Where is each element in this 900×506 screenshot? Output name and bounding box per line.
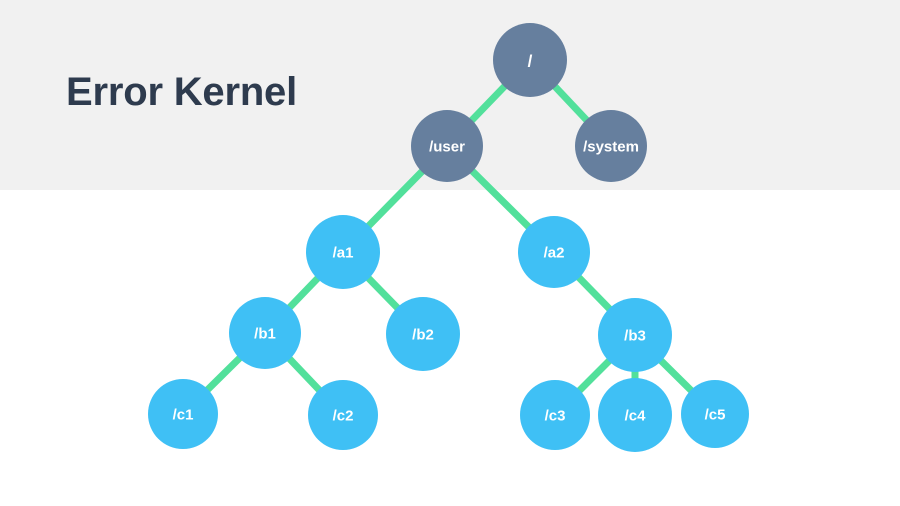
node-label-root: / <box>528 52 533 71</box>
node-label-c5: /c5 <box>705 407 726 424</box>
tree-node-c1[interactable]: /c1 <box>148 379 218 449</box>
tree-node-b3[interactable]: /b3 <box>598 298 672 372</box>
page-title: Error Kernel <box>66 70 298 114</box>
node-label-c4: /c4 <box>625 408 647 425</box>
node-label-c1: /c1 <box>173 407 194 424</box>
node-circle-user[interactable] <box>411 110 483 182</box>
tree-node-b1[interactable]: /b1 <box>229 297 301 369</box>
tree-node-user[interactable]: /user <box>411 110 483 182</box>
tree-node-system[interactable]: /system <box>575 110 647 182</box>
node-label-c3: /c3 <box>545 408 566 425</box>
node-label-b3: /b3 <box>624 328 646 345</box>
tree-node-c4[interactable]: /c4 <box>598 378 672 452</box>
node-label-a2: /a2 <box>544 245 565 262</box>
node-label-user: /user <box>429 139 465 156</box>
tree-node-c2[interactable]: /c2 <box>308 380 378 450</box>
node-circle-b2[interactable] <box>386 297 460 371</box>
node-circle-a1[interactable] <box>306 215 380 289</box>
node-circle-a2[interactable] <box>518 216 590 288</box>
node-circle-c2[interactable] <box>308 380 378 450</box>
node-label-a1: /a1 <box>333 245 354 262</box>
tree-nodes: / /user/system/a1/a2/b1/b2/b3/c1/c2/c3/c4… <box>148 23 749 452</box>
tree-node-c3[interactable]: /c3 <box>520 380 590 450</box>
node-circle-system[interactable] <box>575 110 647 182</box>
tree-node-a1[interactable]: /a1 <box>306 215 380 289</box>
node-label-c2: /c2 <box>333 408 354 425</box>
node-label-b1: /b1 <box>254 326 276 343</box>
node-circle-c4[interactable] <box>598 378 672 452</box>
node-circle-c1[interactable] <box>148 379 218 449</box>
node-circle-c3[interactable] <box>520 380 590 450</box>
node-label-system: /system <box>583 139 639 156</box>
tree-node-a2[interactable]: /a2 <box>518 216 590 288</box>
tree-node-b2[interactable]: /b2 <box>386 297 460 371</box>
node-circle-c5[interactable] <box>681 380 749 448</box>
tree-node-root[interactable]: / <box>493 23 567 97</box>
node-circle-b1[interactable] <box>229 297 301 369</box>
node-circle-b3[interactable] <box>598 298 672 372</box>
tree-node-c5[interactable]: /c5 <box>681 380 749 448</box>
node-circle-root[interactable] <box>493 23 567 97</box>
node-label-b2: /b2 <box>412 327 434 344</box>
